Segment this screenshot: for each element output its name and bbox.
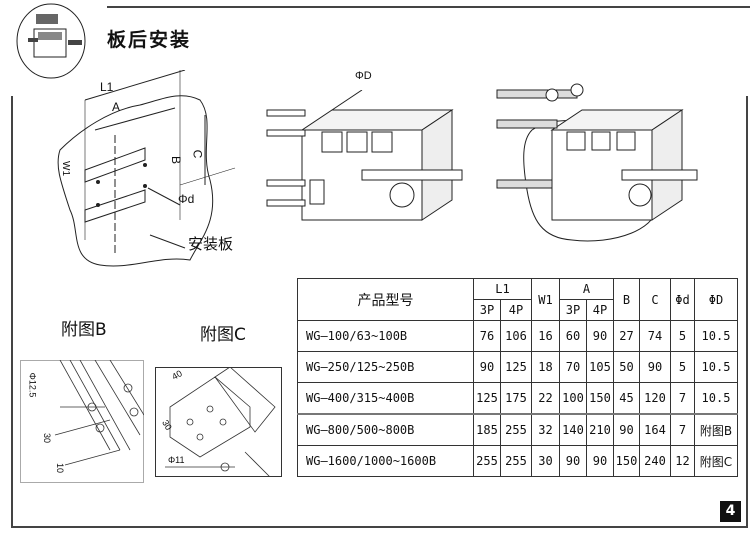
- w1-cell: 16: [531, 320, 560, 352]
- l1-4p-cell: 125: [500, 351, 532, 383]
- header-c: C: [639, 278, 671, 321]
- page-title: 板后安装: [107, 29, 192, 51]
- phid-cell: 12: [670, 445, 695, 477]
- b-cell: 45: [613, 382, 640, 415]
- phiD-cell: 10.5: [694, 351, 738, 383]
- l1-3p-cell: 76: [473, 320, 501, 352]
- a-3p-cell: 70: [559, 351, 587, 383]
- l1-4p-cell: 255: [500, 445, 532, 477]
- frame-right-line: [746, 96, 748, 528]
- a-4p-cell: 90: [586, 445, 614, 477]
- switch-illustration-front: [266, 90, 463, 221]
- frame-left-line: [11, 96, 13, 528]
- a-4p-cell: 90: [586, 320, 614, 352]
- figure-c-dim-diameter: Φ11: [168, 455, 185, 465]
- l1-3p-cell: 255: [473, 445, 501, 477]
- figure-b-title: 附图B: [61, 320, 107, 340]
- l1-3p-cell: 90: [473, 351, 501, 383]
- w1-cell: 32: [531, 413, 560, 446]
- frame-bottom-line: [11, 526, 748, 528]
- header-a-4p: 4P: [586, 299, 614, 321]
- figure-b-drawing: [20, 360, 144, 483]
- w1-cell: 22: [531, 382, 560, 415]
- phiD-cell: 10.5: [694, 382, 738, 415]
- phid-cell: 5: [670, 320, 695, 352]
- figure-b-dim-10: 10: [55, 462, 66, 474]
- l1-dimension-label: L1: [100, 80, 114, 94]
- l1-4p-cell: 106: [500, 320, 532, 352]
- phid-cell: 5: [670, 351, 695, 383]
- header-phid: Φd: [670, 278, 695, 321]
- phiD-cell: 附图B: [694, 413, 738, 446]
- frame-top-line: [107, 6, 750, 8]
- model-cell: WG—100/63~100B: [297, 320, 474, 352]
- w1-dimension-label: W1: [60, 161, 71, 176]
- c-dimension-label: C: [190, 149, 205, 159]
- phid-cell: 7: [670, 413, 695, 446]
- header-a: A: [559, 278, 614, 300]
- c-cell: 120: [639, 382, 671, 415]
- header-w1: W1: [531, 278, 560, 321]
- phi-D-label: ΦD: [355, 70, 372, 82]
- page-number: 4: [720, 501, 741, 522]
- header-l1-3p: 3P: [473, 299, 501, 321]
- switch-illustration-mounted: [496, 83, 698, 242]
- b-cell: 50: [613, 351, 640, 383]
- w1-cell: 18: [531, 351, 560, 383]
- header-l1: L1: [473, 278, 532, 300]
- a-dimension-label: A: [112, 100, 121, 114]
- l1-3p-cell: 125: [473, 382, 501, 415]
- w1-cell: 30: [531, 445, 560, 477]
- model-cell: WG—400/315~400B: [297, 382, 474, 415]
- a-4p-cell: 150: [586, 382, 614, 415]
- b-dimension-label: B: [169, 155, 184, 165]
- phi-d-label: Φd: [178, 192, 195, 206]
- header-model: 产品型号: [297, 278, 474, 321]
- model-cell: WG—1600/1000~1600B: [297, 445, 474, 477]
- c-cell: 74: [639, 320, 671, 352]
- header-phiD: ΦD: [694, 278, 738, 321]
- header-b: B: [613, 278, 640, 321]
- b-cell: 150: [613, 445, 640, 477]
- model-cell: WG—800/500~800B: [297, 413, 474, 446]
- panel-mounting-diagram: [57, 70, 236, 267]
- b-cell: 90: [613, 413, 640, 446]
- l1-4p-cell: 255: [500, 413, 532, 446]
- mounting-plate-label: 安装板: [188, 235, 234, 253]
- l1-4p-cell: 175: [500, 382, 532, 415]
- phid-cell: 7: [670, 382, 695, 415]
- figure-b-dim-30: 30: [42, 432, 53, 444]
- a-4p-cell: 210: [586, 413, 614, 446]
- phiD-cell: 附图C: [694, 445, 738, 477]
- a-3p-cell: 90: [559, 445, 587, 477]
- header-l1-4p: 4P: [500, 299, 532, 321]
- figure-c-drawing: [155, 367, 282, 477]
- a-4p-cell: 105: [586, 351, 614, 383]
- c-cell: 164: [639, 413, 671, 446]
- header-a-3p: 3P: [559, 299, 587, 321]
- c-cell: 90: [639, 351, 671, 383]
- figure-b-dim-diameter: Φ12.5: [27, 372, 38, 398]
- phiD-cell: 10.5: [694, 320, 738, 352]
- b-cell: 27: [613, 320, 640, 352]
- a-3p-cell: 60: [559, 320, 587, 352]
- dimension-spec-table: 产品型号 L1 W1 A B C Φd ΦD 3P 4P 3P 4P WG—10…: [297, 278, 738, 477]
- a-3p-cell: 100: [559, 382, 587, 415]
- l1-3p-cell: 185: [473, 413, 501, 446]
- figure-c-title: 附图C: [200, 325, 246, 345]
- model-cell: WG—250/125~250B: [297, 351, 474, 383]
- a-3p-cell: 140: [559, 413, 587, 446]
- switch-thumbnail-icon: [16, 3, 86, 79]
- c-cell: 240: [639, 445, 671, 477]
